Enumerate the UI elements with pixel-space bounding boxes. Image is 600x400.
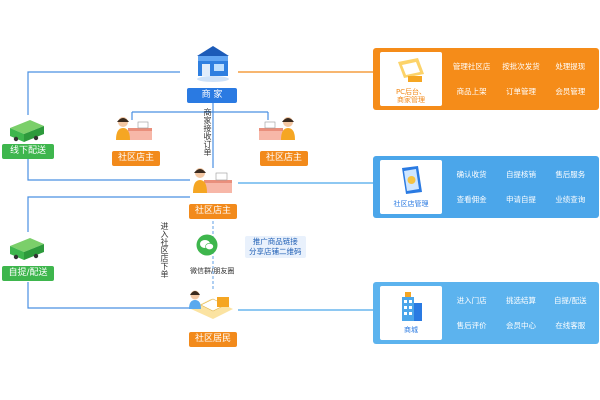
merchant-receive-note: 商家接收订单 — [203, 108, 212, 156]
merchant-label: 商 家 — [187, 88, 237, 103]
feature-item: 申请自提 — [505, 195, 536, 204]
truck-icon — [10, 120, 44, 142]
panel-items: 管理社区店 按批次发货 处理提现 商品上架 订单管理 会员管理 — [447, 54, 595, 104]
panel-caption: 商城 — [404, 326, 418, 334]
panel-logo: PC后台、 商家管理 — [380, 52, 442, 106]
panel-caption: 社区店管理 — [393, 200, 429, 208]
feature-item: 会员中心 — [505, 321, 536, 330]
feature-item: 会员管理 — [555, 87, 586, 96]
feature-item: 挑选结算 — [505, 296, 536, 305]
enter-store-note: 进入社区店下单 — [160, 222, 169, 278]
feature-item: 在线客服 — [555, 321, 586, 330]
panel-merchant-backend: PC后台、 商家管理 管理社区店 按批次发货 处理提现 商品上架 订单管理 会员… — [373, 48, 599, 110]
panel-caption-line-1: PC后台、 — [395, 88, 427, 96]
shopkeeper-icon — [116, 117, 152, 140]
feature-item: 管理社区店 — [452, 62, 491, 71]
feature-item: 商品上架 — [456, 87, 487, 96]
feature-item: 确认收货 — [456, 170, 487, 179]
feature-item: 自提/配送 — [554, 296, 587, 305]
panel-items: 确认收货 自提核销 售后服务 查看佣金 申请自提 业绩查询 — [447, 162, 595, 212]
shopkeeper-icon — [193, 168, 232, 193]
promo-note: 推广商品链接 分享店铺二维码 — [245, 236, 306, 258]
feature-item: 处理提现 — [555, 62, 586, 71]
pickup-delivery-label: 自提/配送 — [2, 266, 54, 281]
promo-line-2: 分享店铺二维码 — [249, 247, 302, 256]
owner-right-label: 社区店主 — [260, 151, 308, 166]
resident-icon — [189, 290, 233, 319]
panel-caption-line-2: 商家管理 — [397, 96, 425, 104]
panel-logo: 社区店管理 — [380, 160, 442, 214]
feature-item: 订单管理 — [505, 87, 536, 96]
feature-item: 进入门店 — [456, 296, 487, 305]
panel-caption: PC后台、 商家管理 — [380, 88, 442, 104]
pc-icon — [398, 58, 424, 82]
shopkeeper-icon — [259, 117, 295, 140]
wechat-label: 微信群/朋友圈 — [190, 267, 235, 275]
truck-icon — [10, 238, 44, 260]
owner-left-label: 社区店主 — [112, 151, 160, 166]
feature-item: 自提核销 — [505, 170, 536, 179]
feature-item: 查看佣金 — [456, 195, 487, 204]
feature-item: 售后评价 — [456, 321, 487, 330]
panel-items: 进入门店 挑选结算 自提/配送 售后评价 会员中心 在线客服 — [447, 288, 595, 338]
shop-icon — [197, 46, 229, 82]
promo-line-1: 推广商品链接 — [252, 237, 298, 246]
feature-item: 业绩查询 — [555, 195, 586, 204]
wechat-icon — [196, 234, 218, 256]
phone-icon — [402, 166, 422, 194]
owner-center-label: 社区店主 — [189, 204, 237, 219]
building-icon — [402, 292, 422, 321]
resident-label: 社区居民 — [189, 332, 237, 347]
feature-item: 售后服务 — [555, 170, 586, 179]
panel-community-store: 社区店管理 确认收货 自提核销 售后服务 查看佣金 申请自提 业绩查询 — [373, 156, 599, 218]
feature-item: 按批次发货 — [502, 62, 540, 71]
offline-delivery-label: 线下配送 — [2, 144, 54, 159]
panel-logo: 商城 — [380, 286, 442, 340]
panel-mall: 商城 进入门店 挑选结算 自提/配送 售后评价 会员中心 在线客服 — [373, 282, 599, 344]
